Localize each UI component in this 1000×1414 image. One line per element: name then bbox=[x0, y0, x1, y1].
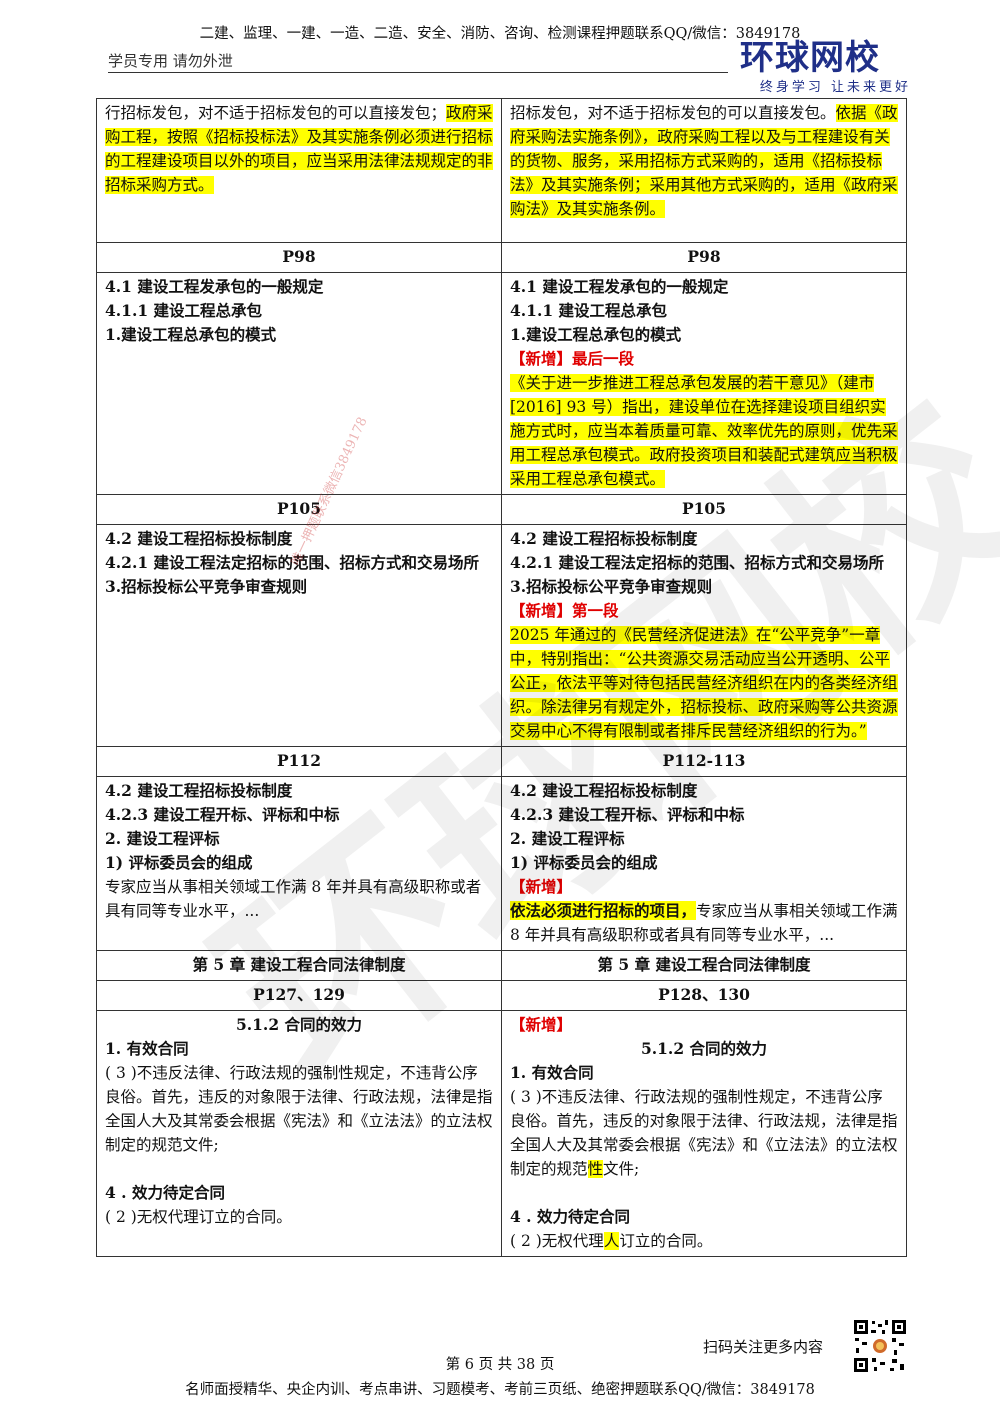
cell-text: 行招标发包，对不适于招标发包的可以直接发包； bbox=[105, 104, 447, 122]
heading: 2. 建设工程评标 bbox=[105, 829, 220, 848]
table-cell-right: 招标发包，对不适于招标发包的可以直接发包。依据《政府采购法实施条例》，政府采购工… bbox=[501, 98, 907, 243]
table-row: P112 P112-113 bbox=[96, 746, 907, 777]
cell-text: 招标发包，对不适于招标发包的可以直接发包。 bbox=[510, 104, 836, 122]
cell-text: ( 2 )无权代理订立的合同。 bbox=[105, 1208, 292, 1226]
highlight-text: 依法必须进行招标的项目， bbox=[510, 901, 697, 920]
page-ref-left: P127、129 bbox=[96, 980, 502, 1011]
logo-slogan: 终身学习 让未来更好 bbox=[759, 80, 911, 95]
comparison-table: 行招标发包，对不适于招标发包的可以直接发包；政府采购工程，按照《招标投标法》及其… bbox=[96, 98, 907, 1257]
spacer bbox=[105, 1157, 493, 1181]
heading: 4.1 建设工程发承包的一般规定 bbox=[105, 277, 324, 296]
heading: 1. 有效合同 bbox=[105, 1039, 189, 1058]
table-cell-right: 4.1 建设工程发承包的一般规定 4.1.1 建设工程总承包 1.建设工程总承包… bbox=[501, 272, 907, 495]
table-cell-left: 行招标发包，对不适于招标发包的可以直接发包；政府采购工程，按照《招标投标法》及其… bbox=[96, 98, 502, 243]
highlight-text: 性 bbox=[587, 1160, 604, 1178]
highlight-text: 人 bbox=[603, 1232, 620, 1250]
table-row: 4.1 建设工程发承包的一般规定 4.1.1 建设工程总承包 1.建设工程总承包… bbox=[96, 272, 907, 495]
footer-line: 名师面授精华、央企内训、考点串讲、习题模考、考前三页纸、绝密押题联系QQ/微信：… bbox=[185, 1382, 815, 1398]
cell-text: ( 2 )无权代理 bbox=[510, 1232, 604, 1250]
table-row: 4.2 建设工程招标投标制度 4.2.1 建设工程法定招标的范围、招标方式和交易… bbox=[96, 524, 907, 747]
page-ref-left: P98 bbox=[96, 242, 502, 273]
table-cell-left: 4.1 建设工程发承包的一般规定 4.1.1 建设工程总承包 1.建设工程总承包… bbox=[96, 272, 502, 495]
table-row: P127、129 P128、130 bbox=[96, 980, 907, 1011]
page-number: 第 6 页 共 38 页 bbox=[445, 1357, 555, 1373]
section-heading: 5.1.2 合同的效力 bbox=[640, 1039, 768, 1058]
table-row: 5.1.2 合同的效力 1. 有效合同 ( 3 )不违反法律、行政法规的强制性规… bbox=[96, 1010, 907, 1257]
new-tag: 【新增】第一段 bbox=[510, 601, 619, 620]
heading: 4.2.3 建设工程开标、评标和中标 bbox=[105, 805, 340, 824]
page-ref-right: P105 bbox=[501, 494, 907, 525]
page-ref-right: P112-113 bbox=[501, 746, 907, 777]
qr-code-icon[interactable] bbox=[852, 1318, 908, 1374]
heading: 1.建设工程总承包的模式 bbox=[105, 325, 277, 344]
heading: 4.2 建设工程招标投标制度 bbox=[510, 529, 698, 548]
heading: 1.建设工程总承包的模式 bbox=[510, 325, 682, 344]
heading: 4 . 效力待定合同 bbox=[105, 1183, 225, 1202]
table-cell-left: 4.2 建设工程招标投标制度 4.2.1 建设工程法定招标的范围、招标方式和交易… bbox=[96, 524, 502, 747]
chapter-title-left: 第 5 章 建设工程合同法律制度 bbox=[96, 950, 502, 981]
heading: 4.1.1 建设工程总承包 bbox=[105, 301, 263, 320]
scan-prompt: 扫码关注更多内容 bbox=[703, 1338, 824, 1356]
spacer bbox=[510, 1181, 898, 1205]
heading: 4 . 效力待定合同 bbox=[510, 1207, 630, 1226]
page-ref-right: P98 bbox=[501, 242, 907, 273]
header-sub-line: 学员专用 请勿外泄 bbox=[108, 52, 233, 70]
page-ref-left: P112 bbox=[96, 746, 502, 777]
heading: 4.2.1 建设工程法定招标的范围、招标方式和交易场所 bbox=[105, 553, 480, 572]
heading: 3.招标投标公平竞争审查规则 bbox=[105, 577, 308, 596]
header-divider bbox=[108, 72, 728, 73]
table-cell-left: 4.2 建设工程招标投标制度 4.2.3 建设工程开标、评标和中标 2. 建设工… bbox=[96, 776, 502, 951]
heading: 1) 评标委员会的组成 bbox=[510, 853, 658, 872]
header-top-line: 二建、监理、一建、一造、二造、安全、消防、咨询、检测课程押题联系QQ/微信：38… bbox=[199, 26, 801, 42]
heading: 4.2.3 建设工程开标、评标和中标 bbox=[510, 805, 745, 824]
table-row: P98 P98 bbox=[96, 242, 907, 273]
heading: 4.2.1 建设工程法定招标的范围、招标方式和交易场所 bbox=[510, 553, 885, 572]
table-cell-right: 【新增】 5.1.2 合同的效力 1. 有效合同 ( 3 )不违反法律、行政法规… bbox=[501, 1010, 907, 1257]
table-cell-right: 4.2 建设工程招标投标制度 4.2.3 建设工程开标、评标和中标 2. 建设工… bbox=[501, 776, 907, 951]
section-heading: 5.1.2 合同的效力 bbox=[235, 1015, 363, 1034]
chapter-title-right: 第 5 章 建设工程合同法律制度 bbox=[501, 950, 907, 981]
cell-text: 订立的合同。 bbox=[619, 1232, 713, 1250]
heading: 3.招标投标公平竞争审查规则 bbox=[510, 577, 713, 596]
highlight-text: 2025 年通过的《民营经济促进法》在“公平竞争”一章中，特别指出：“公共资源交… bbox=[510, 626, 898, 740]
heading: 1) 评标委员会的组成 bbox=[105, 853, 253, 872]
table-row: 第 5 章 建设工程合同法律制度 第 5 章 建设工程合同法律制度 bbox=[96, 950, 907, 981]
table-cell-left: 5.1.2 合同的效力 1. 有效合同 ( 3 )不违反法律、行政法规的强制性规… bbox=[96, 1010, 502, 1257]
heading: 4.1.1 建设工程总承包 bbox=[510, 301, 668, 320]
heading: 4.2 建设工程招标投标制度 bbox=[510, 781, 698, 800]
highlight-text: 《关于进一步推进工程总承包发展的若干意见》（建市[2016] 93 号）指出，建… bbox=[510, 374, 898, 488]
new-tag: 【新增】 bbox=[510, 877, 573, 896]
page-ref-right: P128、130 bbox=[501, 980, 907, 1011]
new-tag: 【新增】 bbox=[510, 1015, 573, 1034]
cell-text: 文件; bbox=[603, 1160, 640, 1178]
cell-text: 专家应当从事相关领域工作满 8 年并具有高级职称或者具有同等专业水平，... bbox=[105, 878, 482, 920]
cell-text: ( 3 )不违反法律、行政法规的强制性规定，不违背公序良俗。首先，违反的对象限于… bbox=[105, 1064, 493, 1154]
page-ref-left: P105 bbox=[96, 494, 502, 525]
table-row: 4.2 建设工程招标投标制度 4.2.3 建设工程开标、评标和中标 2. 建设工… bbox=[96, 776, 907, 951]
heading: 4.2 建设工程招标投标制度 bbox=[105, 781, 293, 800]
heading: 2. 建设工程评标 bbox=[510, 829, 625, 848]
brand-logo: 环球网校 终身学习 让未来更好 bbox=[740, 40, 915, 95]
table-row: P105 P105 bbox=[96, 494, 907, 525]
cell-text: 专家应当从事相关领域工作满 8 年并具有高级职称或者具有同等专业水平，... bbox=[510, 902, 898, 944]
table-row: 行招标发包，对不适于招标发包的可以直接发包；政府采购工程，按照《招标投标法》及其… bbox=[96, 98, 907, 243]
table-cell-right: 4.2 建设工程招标投标制度 4.2.1 建设工程法定招标的范围、招标方式和交易… bbox=[501, 524, 907, 747]
heading: 4.2 建设工程招标投标制度 bbox=[105, 529, 293, 548]
logo-title: 环球网校 bbox=[740, 38, 880, 78]
heading: 1. 有效合同 bbox=[510, 1063, 594, 1082]
heading: 4.1 建设工程发承包的一般规定 bbox=[510, 277, 729, 296]
new-tag: 【新增】最后一段 bbox=[510, 349, 635, 368]
cell-text: ( 3 )不违反法律、行政法规的强制性规定，不违背公序良俗。首先，违反的对象限于… bbox=[510, 1088, 898, 1178]
